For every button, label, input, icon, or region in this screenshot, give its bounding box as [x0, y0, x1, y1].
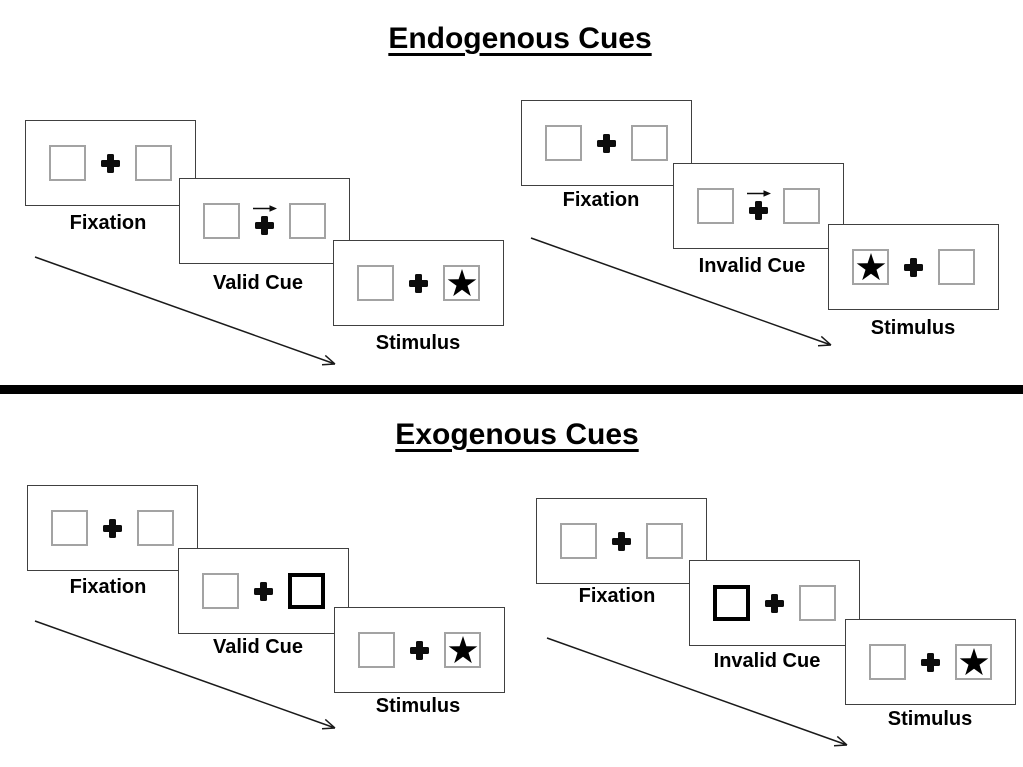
fixation-label: Fixation	[578, 585, 656, 607]
invalid-cue-card	[689, 560, 860, 646]
timeline-arrow	[530, 237, 832, 347]
cue-arrow-right-icon	[252, 205, 277, 212]
left-placeholder-box	[358, 632, 395, 668]
left-placeholder-box	[697, 188, 734, 224]
valid-cue-label: Valid Cue	[212, 636, 304, 658]
right-placeholder-box	[135, 145, 172, 181]
left-placeholder-box	[203, 203, 240, 239]
exogenous-section-title: Exogenous Cues	[395, 418, 639, 451]
fixation-cross-icon	[103, 518, 122, 538]
right-target-box	[444, 632, 481, 668]
right-placeholder-box	[799, 585, 836, 621]
right-placeholder-box	[646, 523, 683, 559]
fixation-card	[521, 100, 692, 186]
invalid-cue-card	[673, 163, 844, 249]
right-placeholder-box	[783, 188, 820, 224]
right-placeholder-box	[289, 203, 326, 239]
valid-cue-card	[178, 548, 349, 634]
invalid-cue-label: Invalid Cue	[698, 255, 806, 277]
fixation-label: Fixation	[69, 576, 147, 598]
section-divider	[0, 385, 1023, 394]
central-cue-group	[746, 188, 772, 220]
stimulus-label: Stimulus	[887, 708, 973, 730]
fixation-cross-icon	[101, 153, 120, 173]
fixation-label: Fixation	[69, 212, 147, 234]
stimulus-label: Stimulus	[375, 695, 461, 717]
stimulus-card	[334, 607, 505, 693]
fixation-cross-icon	[410, 640, 429, 660]
fixation-cross-icon	[255, 216, 274, 235]
fixation-card	[536, 498, 707, 584]
valid-cue-label: Valid Cue	[212, 272, 304, 294]
fixation-cross-icon	[765, 593, 784, 613]
endogenous-section-title: Endogenous Cues	[388, 22, 652, 55]
right-placeholder-box	[137, 510, 174, 546]
stimulus-label: Stimulus	[870, 317, 956, 339]
fixation-cross-icon	[612, 531, 631, 551]
fixation-cross-icon	[409, 273, 428, 293]
black-star-icon	[448, 635, 477, 663]
left-highlighted-cue-box	[713, 585, 750, 621]
fixation-card	[25, 120, 196, 206]
fixation-card	[27, 485, 198, 571]
left-placeholder-box	[49, 145, 86, 181]
invalid-cue-label: Invalid Cue	[713, 650, 821, 672]
fixation-cross-icon	[749, 201, 768, 220]
stimulus-card	[828, 224, 999, 310]
fixation-label: Fixation	[562, 189, 640, 211]
timeline-arrow	[546, 637, 848, 747]
fixation-cross-icon	[254, 581, 273, 601]
left-placeholder-box	[51, 510, 88, 546]
timeline-arrow	[34, 620, 336, 730]
left-target-box	[852, 249, 889, 285]
right-target-box	[955, 644, 992, 680]
black-star-icon	[959, 647, 988, 675]
right-highlighted-cue-box	[288, 573, 325, 609]
stimulus-card	[333, 240, 504, 326]
stimulus-card	[845, 619, 1016, 705]
fixation-cross-icon	[597, 133, 616, 153]
central-cue-group	[252, 203, 278, 235]
black-star-icon	[447, 268, 476, 296]
timeline-arrow	[34, 256, 336, 366]
black-star-icon	[856, 252, 885, 280]
cue-arrow-right-icon	[746, 190, 771, 197]
fixation-cross-icon	[921, 652, 940, 672]
fixation-cross-icon	[904, 257, 923, 277]
stimulus-label: Stimulus	[375, 332, 461, 354]
valid-cue-card	[179, 178, 350, 264]
right-target-box	[443, 265, 480, 301]
left-placeholder-box	[357, 265, 394, 301]
right-placeholder-box	[938, 249, 975, 285]
left-placeholder-box	[545, 125, 582, 161]
left-placeholder-box	[560, 523, 597, 559]
left-placeholder-box	[202, 573, 239, 609]
left-placeholder-box	[869, 644, 906, 680]
right-placeholder-box	[631, 125, 668, 161]
